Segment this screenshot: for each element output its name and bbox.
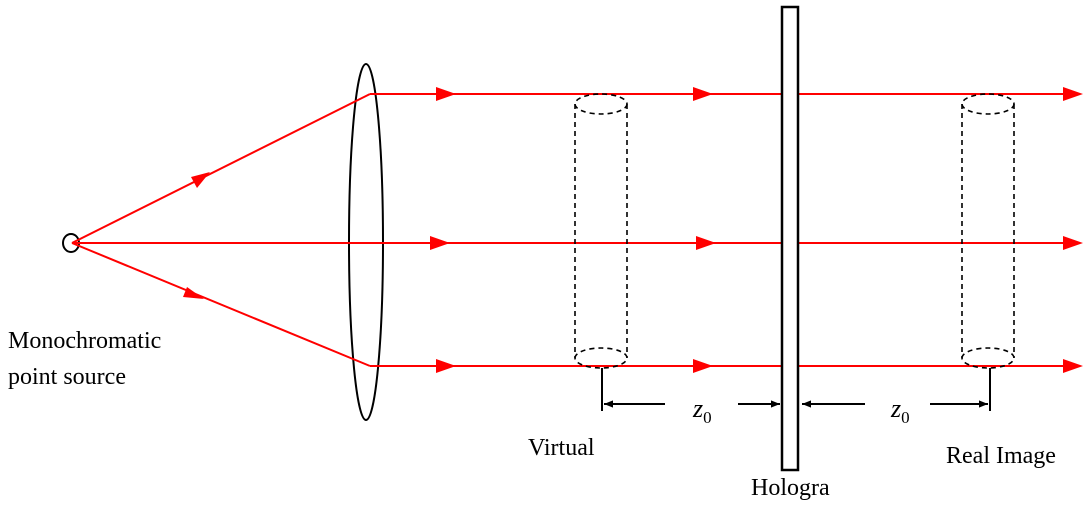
- ray-arrow: [191, 172, 210, 188]
- cylinder-top: [574, 93, 628, 115]
- z0-label-virtual: z0: [692, 394, 712, 427]
- collimated-ray-arrows: [430, 87, 1083, 373]
- cylinder-bottom: [574, 347, 628, 369]
- virtual-image-label: Virtual: [528, 435, 595, 461]
- hologram-plate: [780, 5, 800, 472]
- virtual-image-cylinder: [574, 93, 628, 369]
- ray-arrow: [693, 87, 713, 101]
- z0-label-real: z0: [890, 394, 910, 427]
- cylinder-top: [961, 93, 1015, 115]
- ray-arrow: [430, 236, 450, 250]
- source-label-line1: Monochromatic: [8, 328, 161, 354]
- ray-arrow: [1063, 236, 1083, 250]
- ray-upper-diverging: [71, 93, 371, 244]
- ray-arrow: [696, 236, 716, 250]
- distance-marker-virtual: [601, 368, 780, 411]
- hologram-label: Hologra: [751, 475, 830, 501]
- collimated-rays: [370, 93, 1070, 367]
- ray-arrow: [183, 287, 204, 299]
- diverging-ray-arrows: [183, 172, 210, 299]
- ray-arrow: [693, 359, 713, 373]
- diverging-rays: [71, 93, 371, 367]
- distance-marker-real: [802, 368, 991, 411]
- ray-arrow: [436, 359, 456, 373]
- source-label-line2: point source: [8, 364, 126, 390]
- ray-lower-diverging: [71, 242, 371, 367]
- ray-arrow: [1063, 87, 1083, 101]
- cylinder-bottom: [961, 347, 1015, 369]
- ray-arrow: [436, 87, 456, 101]
- real-image-cylinder: [961, 93, 1015, 369]
- ray-arrow: [1063, 359, 1083, 373]
- real-image-label: Real Image: [946, 443, 1056, 469]
